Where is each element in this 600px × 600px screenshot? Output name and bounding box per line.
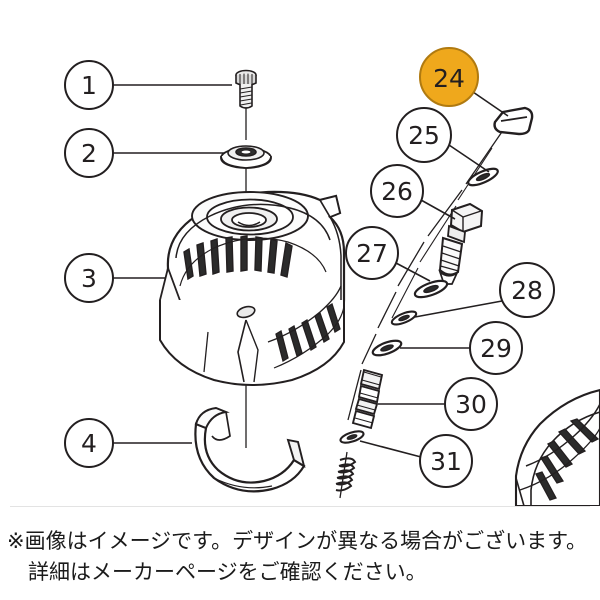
callout-label-31: 31	[430, 447, 462, 476]
callout-label-26: 26	[381, 177, 413, 206]
callout-label-29: 29	[480, 334, 512, 363]
callout-30[interactable]: 30	[444, 377, 498, 431]
callout-label-25: 25	[408, 121, 440, 150]
callout-label-28: 28	[511, 276, 543, 305]
callout-circle-3[interactable]	[64, 253, 114, 303]
callout-circle-28[interactable]	[499, 262, 555, 318]
part-adjacent-finned-housing	[514, 388, 600, 506]
part-needle-valve	[351, 368, 384, 430]
callout-circle-30[interactable]	[444, 377, 498, 431]
callout-26[interactable]: 26	[370, 164, 424, 218]
callout-25[interactable]: 25	[396, 107, 452, 163]
leader-lines-left	[113, 84, 232, 444]
part-nozzle-fitting	[438, 202, 484, 285]
callout-circle-24[interactable]	[419, 47, 479, 107]
callout-circle-25[interactable]	[396, 107, 452, 163]
callout-label-2: 2	[81, 139, 97, 168]
caption-line-2: 詳細はメーカーページをご確認ください。	[28, 560, 427, 584]
housing-fins-lower	[275, 303, 341, 363]
leader-line-26	[420, 199, 456, 220]
callout-31[interactable]: 31	[419, 434, 473, 488]
section-divider	[10, 506, 590, 507]
part-washer-seal	[220, 145, 272, 169]
housing-fins-upper	[183, 235, 293, 281]
part-washer-29	[371, 339, 403, 357]
callout-circle-27[interactable]	[345, 226, 399, 280]
part-recoil-starter-housing	[159, 190, 346, 386]
callout-label-30: 30	[455, 390, 487, 419]
callout-circle-29[interactable]	[469, 321, 523, 375]
part-washer-small	[339, 430, 365, 444]
callout-label-1: 1	[81, 71, 97, 100]
callout-circle-2[interactable]	[64, 128, 114, 178]
callout-circle-26[interactable]	[370, 164, 424, 218]
callout-3[interactable]: 3	[64, 253, 114, 303]
leader-line-28	[414, 300, 503, 318]
part-coil-spring	[335, 457, 357, 492]
callout-24-highlighted[interactable]: 24	[419, 47, 479, 107]
leader-line-24	[472, 91, 509, 117]
leader-lines-right	[359, 91, 509, 458]
part-clutch-shoe	[194, 406, 306, 493]
part-washer-27	[413, 279, 449, 299]
caption-line-1: ※画像はイメージです。デザインが異なる場合がございます。	[7, 529, 587, 553]
callout-circle-31[interactable]	[419, 434, 473, 488]
exploded-diagram: 1 2 3 4 24 25	[64, 47, 600, 506]
part-washer-25	[467, 167, 499, 187]
leader-line-27	[395, 262, 431, 282]
leader-line-31	[359, 440, 422, 458]
callout-label-3: 3	[81, 264, 97, 293]
diagram-area: 1 2 3 4 24 25	[64, 47, 600, 506]
callout-4[interactable]: 4	[64, 418, 114, 468]
callout-28[interactable]: 28	[499, 262, 555, 318]
callout-circle-1[interactable]	[64, 60, 114, 110]
leader-line-25	[448, 144, 490, 173]
callout-circle-4[interactable]	[64, 418, 114, 468]
caption-block: ※画像はイメージです。デザインが異なる場合がございます。 詳細はメーカーページを…	[0, 512, 600, 600]
part-clip	[493, 106, 534, 136]
callout-27[interactable]: 27	[345, 226, 399, 280]
part-washer-28	[390, 310, 418, 326]
callout-label-27: 27	[356, 239, 388, 268]
callout-29[interactable]: 29	[469, 321, 523, 375]
callout-1[interactable]: 1	[64, 60, 114, 110]
callout-label-24: 24	[433, 64, 465, 93]
callout-2[interactable]: 2	[64, 128, 114, 178]
part-bolt	[235, 69, 257, 109]
callout-label-4: 4	[81, 429, 97, 458]
